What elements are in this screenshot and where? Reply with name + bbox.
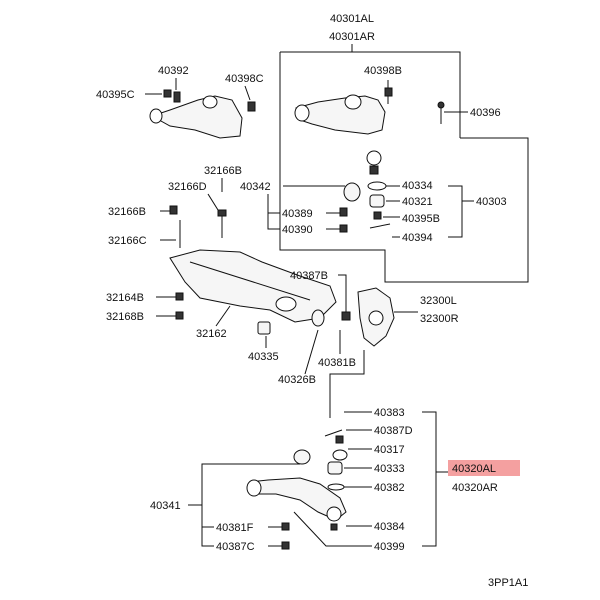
label-40341: 40341 [150,500,181,512]
label-40381f: 40381F [216,522,254,534]
label-40326b: 40326B [278,374,316,386]
nut-40387b-icon [341,311,351,321]
label-40334: 40334 [402,180,433,192]
label-32166d: 32166D [168,181,207,193]
label-32300l: 32300L [420,295,457,307]
label-40398b: 40398B [364,65,402,77]
label-40303: 40303 [476,196,507,208]
nut-40396-icon [437,101,445,109]
upper-arm-right-bushing-2 [344,94,362,110]
nut-40392-icon [173,91,181,103]
label-32166c: 32166C [108,235,147,247]
label-40396: 40396 [470,107,501,119]
upper-arm-left-part [150,95,243,139]
cotter-pin-40383-icon [324,429,343,437]
part-40382-icon [327,483,345,491]
label-40395b: 40395B [402,213,440,225]
bolt-32166b-icon [169,205,178,215]
label-40335: 40335 [248,351,279,363]
label-40398c: 40398C [225,73,264,85]
label-40301al: 40301AL [330,13,374,25]
lower-arm-group: 40383 40387D 40317 40333 40382 40384 403… [150,407,520,553]
label-40390: 40390 [282,224,313,236]
bolt-32164b-icon [175,292,184,301]
part-40317-icon [332,449,348,461]
upper-arm-right-bushing-1 [294,104,310,122]
label-40317: 40317 [374,444,405,456]
part-40333-icon [327,461,343,475]
part-40381f-icon [281,522,290,531]
label-40321: 40321 [402,196,433,208]
knuckle-group: 40387B 32300L 32300R 40381B 40326B [278,270,459,418]
label-40301ar: 40301AR [329,31,375,43]
part-40321-icon [369,194,385,208]
label-40384: 40384 [374,521,405,533]
ball-joint-lower-part [326,506,342,522]
part-40326b-icon [311,309,325,327]
label-40320al: 40320AL [452,463,496,475]
label-40389: 40389 [282,208,313,220]
label-40342: 40342 [240,181,271,193]
upper-arm-group: 40301AL 40301AR 40398B 40396 40334 40321… [279,13,529,283]
label-40320ar: 40320AR [452,482,498,494]
part-40395b-icon [373,211,382,220]
bumper-40342-icon [343,182,361,202]
bumper-40341-icon [293,449,311,465]
upper-arm-left-group: 40392 40398C 40395C [96,65,264,139]
label-32162: 32162 [196,328,227,340]
label-32166b-left: 32166B [108,206,146,218]
label-40394: 40394 [402,232,433,244]
part-40390-icon [339,224,348,233]
diagram-code: 3PP1A1 [488,577,528,589]
nut-40387c-icon [281,541,290,550]
box-40301 [279,52,529,283]
label-32300r: 32300R [420,313,459,325]
bolt-40398c-icon [247,101,256,112]
part-40394-icon [369,223,391,229]
crossmember-32162-part [169,249,337,323]
upper-arm-right-part [295,95,386,135]
ball-joint-upper-part [366,150,382,166]
label-32166b-top: 32166B [204,165,242,177]
label-40387d: 40387D [374,425,413,437]
label-40382: 40382 [374,482,405,494]
label-40387c: 40387C [216,541,255,553]
label-40383: 40383 [374,407,405,419]
nut-40395c-icon [163,89,172,98]
part-40335-icon [257,321,271,335]
nut-32168b-icon [175,311,184,320]
label-40395c: 40395C [96,89,135,101]
label-40381b: 40381B [318,357,356,369]
part-40389-icon [339,207,348,217]
bolt-32166d-icon [217,209,227,217]
label-40392: 40392 [158,65,189,77]
nut-40387d-icon [335,435,344,444]
bolt-40398b-icon [384,87,393,97]
bracket-40301 [280,51,461,138]
label-32164b: 32164B [106,292,144,304]
crossmember-group: 32166B 32166D 32166B 32166C 40342 40389 … [106,165,361,363]
label-32168b: 32168B [106,311,144,323]
label-40333: 40333 [374,463,405,475]
label-40399: 40399 [374,541,405,553]
part-40334-icon [367,181,387,191]
highlight-40320al [448,460,520,476]
label-40387b: 40387B [290,270,328,282]
